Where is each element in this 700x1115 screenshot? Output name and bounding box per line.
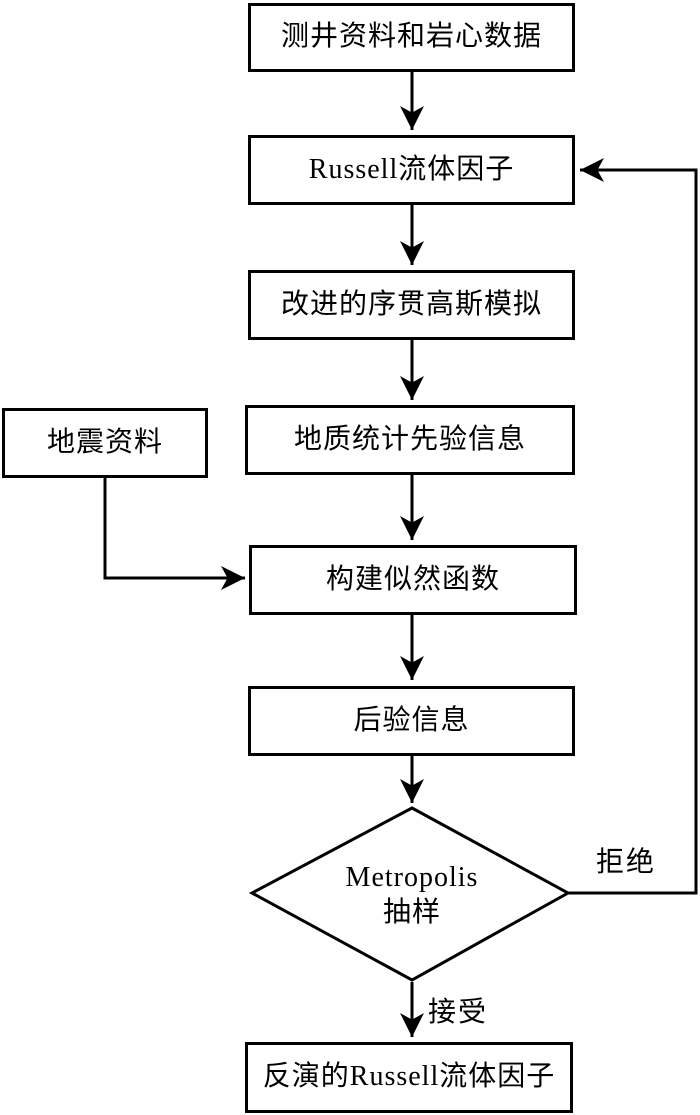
node-well-log-core-data-label: 测井资料和岩心数据 — [280, 21, 542, 53]
node-improved-sgs: 改进的序贯高斯模拟 — [248, 270, 575, 340]
node-seismic-data-label: 地震资料 — [46, 426, 163, 458]
node-metropolis-sampling: Metropolis 抽样 — [302, 853, 522, 937]
node-improved-sgs-label: 改进的序贯高斯模拟 — [280, 288, 542, 320]
node-likelihood-function-label: 构建似然函数 — [325, 563, 500, 595]
arrow-seismic-to-likelihood — [103, 478, 245, 590]
node-geostat-prior-info-label: 地质统计先验信息 — [293, 423, 526, 455]
node-likelihood-function: 构建似然函数 — [249, 545, 577, 615]
metropolis-decision-diamond — [248, 806, 572, 982]
node-posterior-info: 后验信息 — [248, 686, 575, 756]
node-seismic-data: 地震资料 — [2, 408, 208, 478]
node-metropolis-sampling-line1: Metropolis — [345, 862, 479, 893]
node-metropolis-sampling-line2: 抽样 — [382, 897, 441, 928]
node-russell-fluid-factor-label: Russell流体因子 — [308, 153, 515, 185]
arrow-reject-feedback — [568, 158, 698, 895]
node-russell-fluid-factor: Russell流体因子 — [248, 135, 575, 205]
node-well-log-core-data: 测井资料和岩心数据 — [248, 3, 575, 72]
node-geostat-prior-info: 地质统计先验信息 — [245, 405, 575, 475]
node-posterior-info-label: 后验信息 — [353, 704, 470, 736]
node-inverted-russell-fluid-factor: 反演的Russell流体因子 — [245, 1042, 573, 1113]
edge-label-accept: 接受 — [428, 997, 489, 1028]
edge-label-reject: 拒绝 — [596, 847, 657, 878]
node-inverted-russell-fluid-factor-label: 反演的Russell流体因子 — [262, 1061, 556, 1093]
